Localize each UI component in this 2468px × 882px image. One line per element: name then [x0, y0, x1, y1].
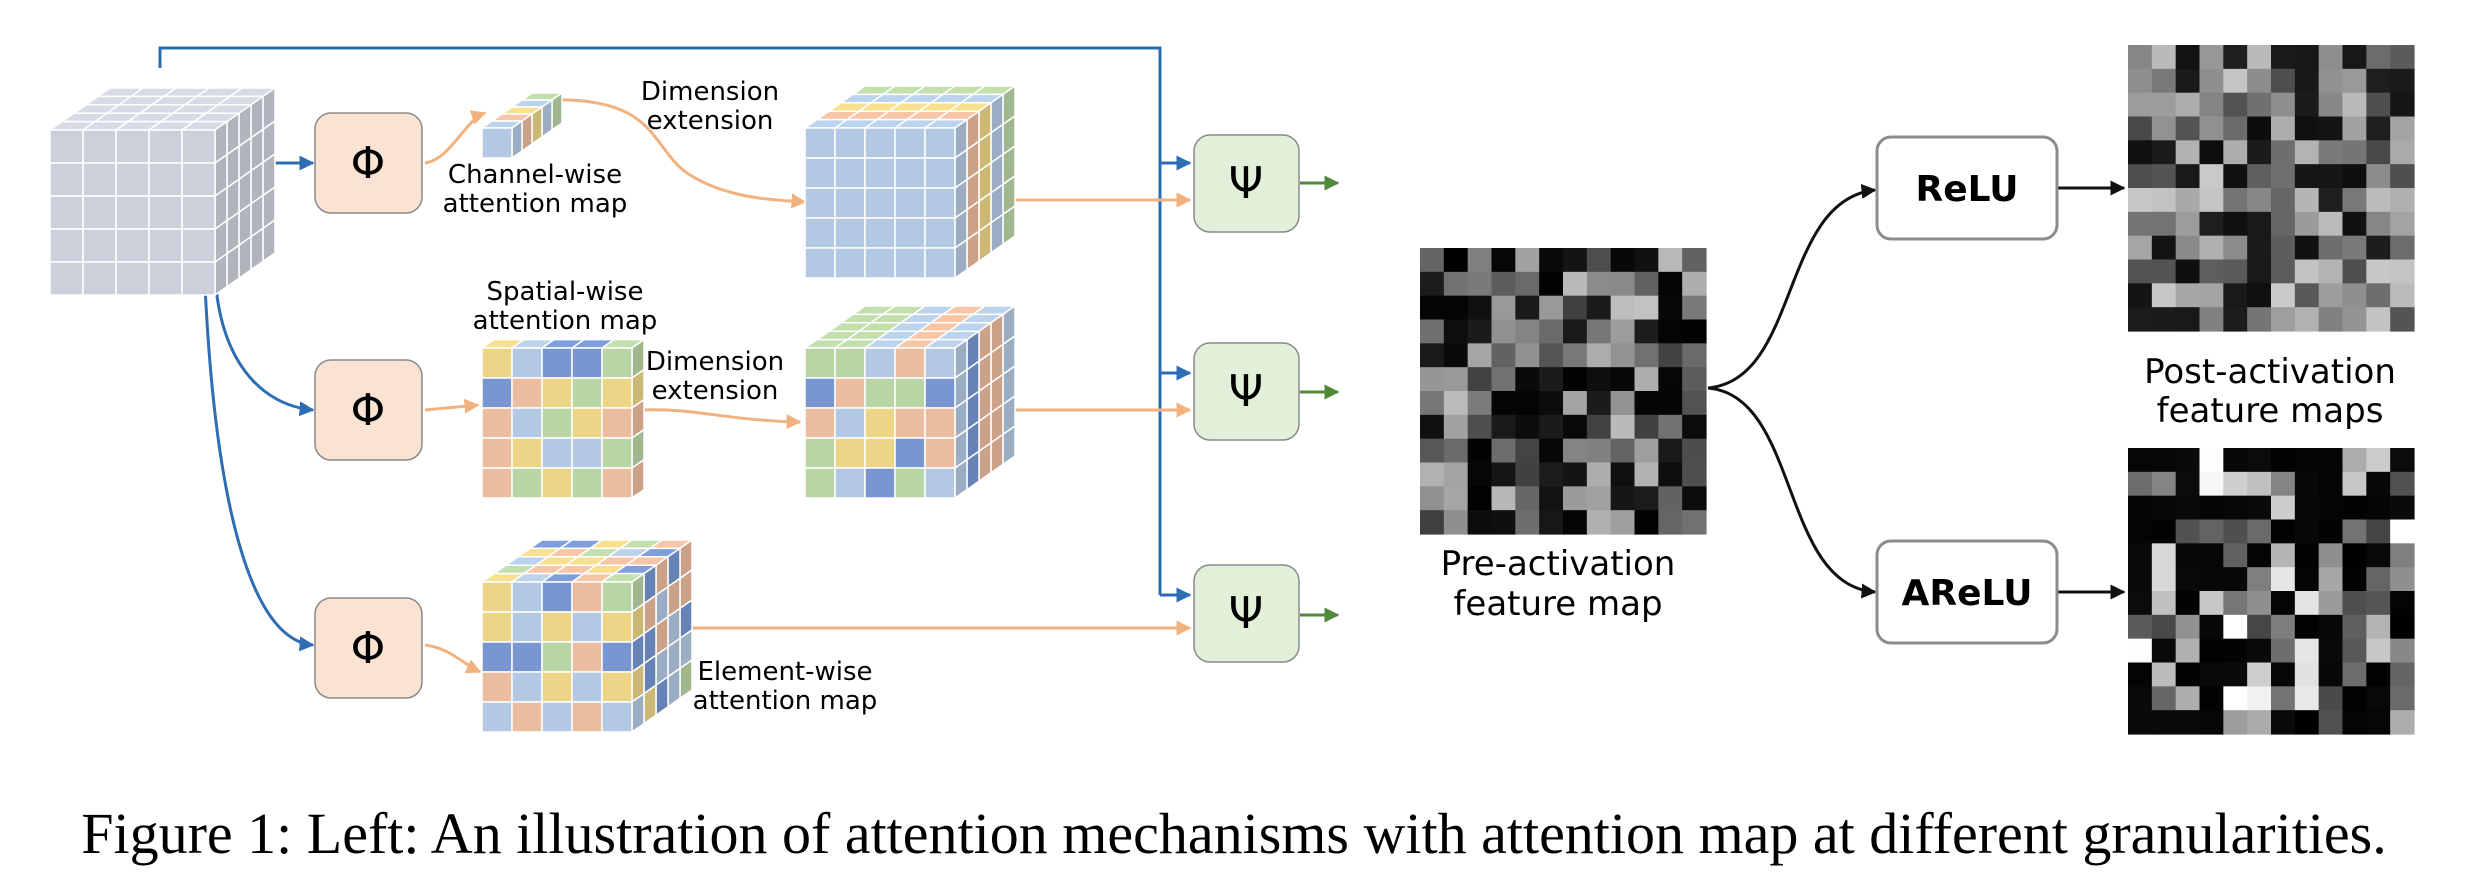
svg-text:extension: extension: [647, 106, 774, 136]
svg-text:AReLU: AReLU: [1902, 573, 2033, 614]
channel-wise-label: Channel-wise attention map: [443, 160, 628, 219]
svg-text:Pre-activation: Pre-activation: [1441, 544, 1676, 584]
skip-arrow: [158, 46, 1162, 580]
arelu-output-heatmap: [2128, 448, 2415, 735]
attention-activation-figure: Φ Φ Φ Ψ Ψ Ψ Channel-wise attention map D…: [47, 45, 2415, 735]
svg-text:Ψ: Ψ: [1229, 158, 1264, 209]
phi-1-to-channel-arrow: [424, 110, 487, 165]
svg-text:attention map: attention map: [443, 189, 628, 219]
svg-text:Post-activation: Post-activation: [2144, 352, 2396, 392]
svg-text:Ψ: Ψ: [1229, 366, 1264, 417]
dimension-extension-label-1: Dimension extension: [641, 77, 779, 136]
pre-to-relu-arrow: [1707, 183, 1877, 390]
extended-spatial-cube: [802, 304, 1018, 500]
relu-box: ReLU: [1875, 135, 2059, 241]
pre-activation-label: Pre-activation feature map: [1441, 544, 1676, 624]
psi-block-2: Ψ: [1193, 342, 1300, 441]
dimension-extension-label-2: Dimension extension: [646, 347, 784, 406]
svg-text:Φ: Φ: [351, 623, 386, 674]
phi-block-1: Φ: [314, 112, 423, 214]
svg-text:attention map: attention map: [473, 306, 658, 336]
pre-to-arelu-arrow: [1707, 386, 1877, 599]
phi-block-2: Φ: [314, 359, 423, 461]
phi-3-to-element-arrow: [424, 643, 482, 674]
input-to-phi-2-arrow: [213, 274, 315, 417]
pre-activation-heatmap: [1420, 248, 1707, 535]
relu-output-heatmap: [2128, 45, 2415, 332]
psi-block-1: Ψ: [1193, 134, 1300, 233]
svg-text:ReLU: ReLU: [1915, 169, 2018, 210]
input-to-phi-3-arrow: [203, 284, 315, 652]
spatial-attention-map: [479, 338, 647, 500]
element-attention-map: [479, 538, 695, 734]
svg-text:Dimension: Dimension: [641, 77, 779, 107]
phi-block-3: Φ: [314, 597, 423, 699]
element-wise-label: Element-wise attention map: [693, 657, 878, 716]
svg-text:Ψ: Ψ: [1229, 588, 1264, 639]
svg-text:feature maps: feature maps: [2157, 391, 2384, 431]
extended-channel-cube: [802, 84, 1018, 280]
cubes-layer: [47, 84, 1018, 734]
svg-text:Spatial-wise: Spatial-wise: [487, 277, 644, 307]
heatmaps-layer: [1420, 45, 2415, 735]
post-activation-label: Post-activation feature maps: [2144, 352, 2396, 431]
channel-attention-map: [479, 91, 565, 160]
svg-text:feature map: feature map: [1453, 584, 1662, 624]
psi-block-3: Ψ: [1193, 564, 1300, 663]
channel-extension-arrow: [544, 98, 807, 209]
svg-text:Element-wise: Element-wise: [697, 657, 872, 687]
arelu-box: AReLU: [1875, 539, 2059, 645]
svg-text:extension: extension: [652, 376, 779, 406]
svg-text:Channel-wise: Channel-wise: [448, 160, 622, 190]
phi-2-to-spatial-arrow: [424, 398, 480, 414]
svg-text:attention map: attention map: [693, 686, 878, 716]
spatial-extension-arrow: [639, 408, 802, 430]
svg-text:Dimension: Dimension: [646, 347, 784, 377]
figure-caption: Figure 1: Left: An illustration of atten…: [81, 801, 2387, 866]
spatial-wise-label: Spatial-wise attention map: [473, 277, 658, 336]
svg-text:Φ: Φ: [351, 385, 386, 436]
svg-text:Φ: Φ: [351, 138, 386, 189]
input-feature-cube: [47, 86, 278, 297]
